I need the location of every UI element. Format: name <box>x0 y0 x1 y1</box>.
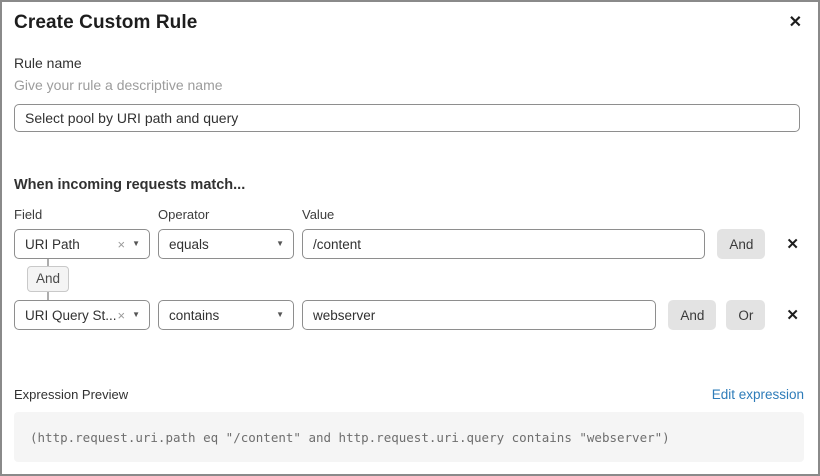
connector-line-top <box>47 259 49 266</box>
value-column-label: Value <box>302 207 335 222</box>
edit-expression-link[interactable]: Edit expression <box>711 387 804 402</box>
clear-icon[interactable]: × <box>117 236 126 252</box>
column-labels: Field Operator Value <box>14 207 804 222</box>
and-button-1[interactable]: And <box>717 229 766 259</box>
field-select-1-value: URI Path <box>25 236 80 252</box>
rule-name-helper: Give your rule a descriptive name <box>14 77 223 93</box>
condition-connector: And <box>26 259 70 300</box>
expression-code: (http.request.uri.path eq "/content" and… <box>14 412 804 462</box>
close-icon[interactable]: ✕ <box>788 14 802 31</box>
connector-line-bottom <box>47 292 49 300</box>
operator-select-1[interactable]: equals ▼ <box>158 229 294 259</box>
chevron-down-icon: ▼ <box>276 239 284 248</box>
dialog-title: Create Custom Rule <box>14 12 198 33</box>
expression-header: Expression Preview Edit expression <box>14 387 804 402</box>
field-select-2-value: URI Query St... <box>25 307 117 323</box>
operator-select-2[interactable]: contains ▼ <box>158 300 294 330</box>
field-column-label: Field <box>14 207 43 222</box>
and-button-2[interactable]: And <box>668 300 717 330</box>
operator-select-1-value: equals <box>169 236 209 252</box>
condition-row-2: URI Query St... × ▼ contains ▼ And Or ✕ <box>14 300 804 330</box>
matcher-heading: When incoming requests match... <box>14 177 246 193</box>
clear-icon[interactable]: × <box>117 307 126 323</box>
chevron-down-icon: ▼ <box>276 310 284 319</box>
chevron-down-icon: ▼ <box>132 239 140 248</box>
condition-row-1: URI Path × ▼ equals ▼ And ✕ <box>14 229 804 259</box>
value-input-2[interactable] <box>302 300 657 330</box>
value-input-1[interactable] <box>302 229 706 259</box>
field-select-1[interactable]: URI Path × ▼ <box>14 229 150 259</box>
field-select-2[interactable]: URI Query St... × ▼ <box>14 300 150 330</box>
rule-name-label: Rule name <box>14 55 82 71</box>
operator-select-2-value: contains <box>169 307 220 323</box>
operator-column-label: Operator <box>158 207 210 222</box>
remove-condition-2-icon[interactable]: ✕ <box>786 306 799 324</box>
expression-preview-label: Expression Preview <box>14 387 129 402</box>
dialog-header: Create Custom Rule ✕ <box>14 12 804 34</box>
or-button-2[interactable]: Or <box>726 300 766 330</box>
connector-and-badge: And <box>26 266 70 292</box>
rule-name-input[interactable] <box>14 104 800 132</box>
chevron-down-icon: ▼ <box>132 310 140 319</box>
remove-condition-1-icon[interactable]: ✕ <box>786 235 799 253</box>
